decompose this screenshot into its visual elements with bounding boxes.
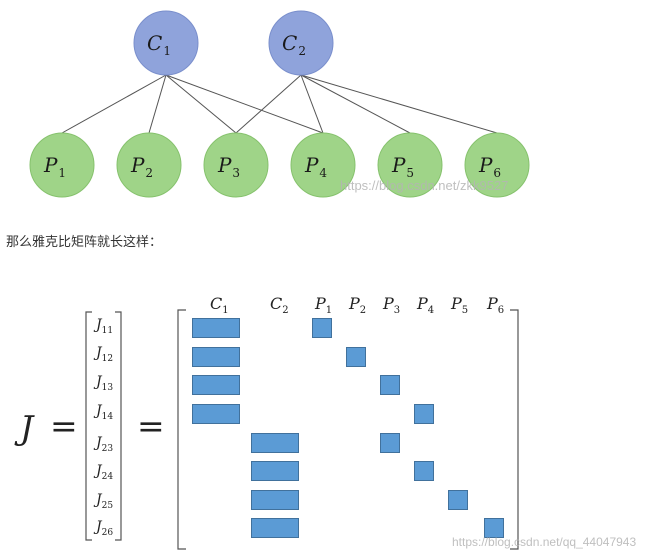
vector-entry-j23: J23 xyxy=(96,435,114,454)
node-c1 xyxy=(133,10,199,76)
vector-entry-j12: J12 xyxy=(96,345,114,364)
node-p2 xyxy=(116,132,182,198)
column-header-p1: P1 xyxy=(315,294,333,317)
node-p4 xyxy=(290,132,356,198)
block-row1-p1 xyxy=(312,318,332,338)
matrix-right-bracket xyxy=(510,309,519,550)
column-header-p5: P5 xyxy=(451,294,469,317)
edge-c1-p3 xyxy=(165,74,237,134)
edge-c1-p1 xyxy=(61,74,167,134)
jacobian-symbol: J xyxy=(20,408,34,447)
graph-edges xyxy=(61,74,498,134)
edge-c2-p4 xyxy=(300,74,324,134)
vector-entry-j25: J25 xyxy=(96,492,114,511)
edge-c2-p6 xyxy=(300,74,498,134)
equals-sign-1: = xyxy=(50,406,78,445)
block-row7-p5 xyxy=(448,490,468,510)
block-row4-p4 xyxy=(414,404,434,424)
column-header-p3: P3 xyxy=(383,294,401,317)
column-header-c1: C1 xyxy=(210,294,229,317)
block-row6-c2 xyxy=(251,461,299,481)
block-row5-c2 xyxy=(251,433,299,453)
block-row6-p4 xyxy=(414,461,434,481)
column-header-p2: P2 xyxy=(349,294,367,317)
node-p3 xyxy=(203,132,269,198)
block-row5-p3 xyxy=(380,433,400,453)
edge-c1-p2 xyxy=(148,74,167,134)
vector-entry-j14: J14 xyxy=(96,403,114,422)
edge-c2-p5 xyxy=(300,74,411,134)
vector-left-bracket xyxy=(85,311,92,541)
block-row3-c1 xyxy=(192,375,240,395)
block-row3-p3 xyxy=(380,375,400,395)
vector-entry-j26: J26 xyxy=(96,519,114,538)
node-p5 xyxy=(377,132,443,198)
node-p1 xyxy=(29,132,95,198)
column-header-p6: P6 xyxy=(487,294,505,317)
node-p6 xyxy=(464,132,530,198)
equals-sign-2: = xyxy=(137,406,165,445)
vector-entry-j24: J24 xyxy=(96,463,114,482)
node-c2 xyxy=(268,10,334,76)
edge-c1-p4 xyxy=(165,74,324,134)
block-row2-c1 xyxy=(192,347,240,367)
column-header-p4: P4 xyxy=(417,294,435,317)
block-row2-p2 xyxy=(346,347,366,367)
vector-right-bracket xyxy=(115,311,122,541)
vector-entry-j11: J11 xyxy=(96,317,114,336)
watermark-top: https://blog.csdn.net/zkk9527 xyxy=(340,178,509,193)
block-row7-c2 xyxy=(251,490,299,510)
edge-c2-p3 xyxy=(235,74,302,134)
block-row4-c1 xyxy=(192,404,240,424)
matrix-left-bracket xyxy=(177,309,186,550)
caption-text: 那么雅克比矩阵就长这样： xyxy=(6,235,163,250)
block-row8-c2 xyxy=(251,518,299,538)
block-row1-c1 xyxy=(192,318,240,338)
watermark-bottom: https://blog.csdn.net/qq_44047943 xyxy=(452,535,637,549)
block-row8-p6 xyxy=(484,518,504,538)
column-header-c2: C2 xyxy=(270,294,289,317)
vector-entry-j13: J13 xyxy=(96,374,114,393)
